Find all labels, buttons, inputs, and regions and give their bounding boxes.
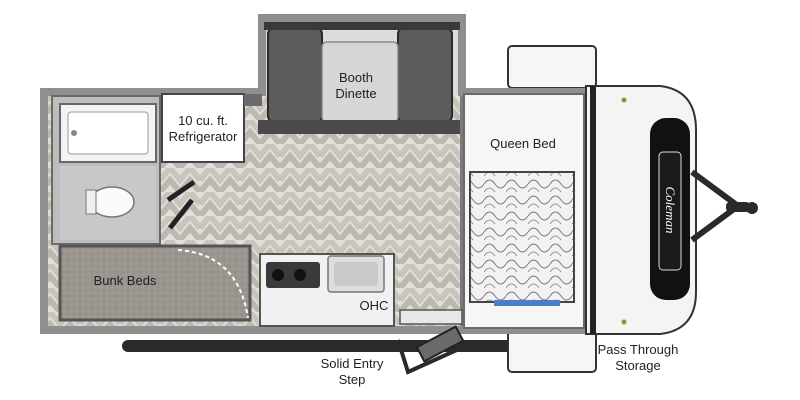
toilet — [89, 186, 135, 218]
stove — [266, 262, 320, 288]
front-storage-top — [507, 45, 597, 89]
entry-step — [396, 309, 471, 375]
bunk-bed — [58, 244, 252, 322]
label-bunk-beds: Bunk Beds — [93, 273, 157, 288]
refrigerator — [161, 93, 245, 163]
label-refrigerator: 10 cu. ft. Refrigerator — [168, 113, 238, 144]
label-ohc: OHC — [359, 298, 389, 313]
label-booth-dinette: Booth Dinette — [335, 70, 377, 101]
label-queen-bed: Queen Bed — [490, 136, 556, 151]
label-pass-through-storage: Pass Through Storage — [597, 342, 679, 373]
awning-rail — [122, 340, 540, 352]
bed-step — [494, 300, 560, 306]
coleman-logo-text: Coleman — [663, 186, 678, 234]
queen-mattress — [469, 171, 575, 303]
dinette-seat-right — [397, 27, 453, 123]
front-storage-bottom — [507, 329, 597, 373]
dinette-seat-left — [267, 27, 323, 123]
label-solid-entry-step: Solid Entry Step — [320, 356, 384, 387]
